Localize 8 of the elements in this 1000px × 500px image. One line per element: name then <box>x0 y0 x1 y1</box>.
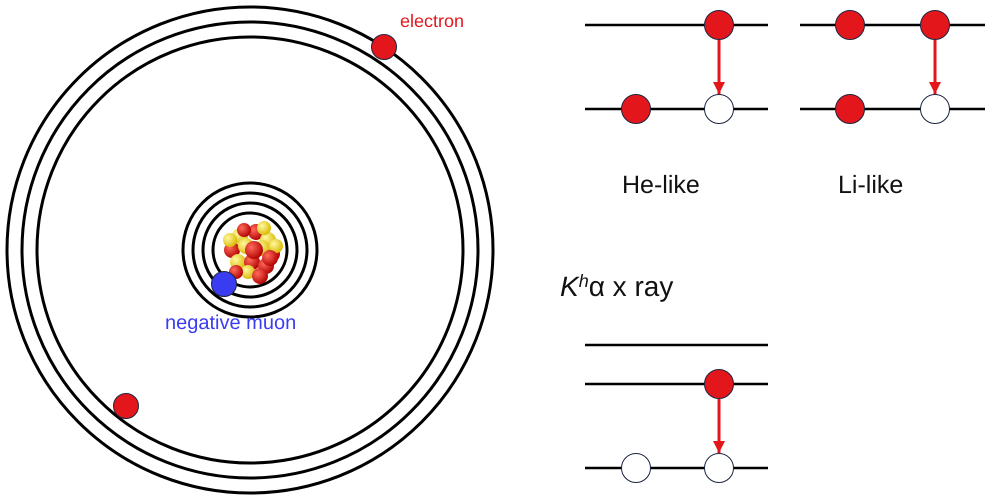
particle-label: electron <box>400 10 464 33</box>
transition-arrow <box>929 40 941 94</box>
ion-type-label: Li-like <box>838 170 904 201</box>
particle-label: negative muon <box>165 311 296 336</box>
transition-arrow <box>713 40 725 94</box>
ion-type-label: He-like <box>622 170 700 201</box>
transition-arrow <box>713 399 725 453</box>
ion-type-label: K$^{h}$α x ray <box>560 270 674 304</box>
